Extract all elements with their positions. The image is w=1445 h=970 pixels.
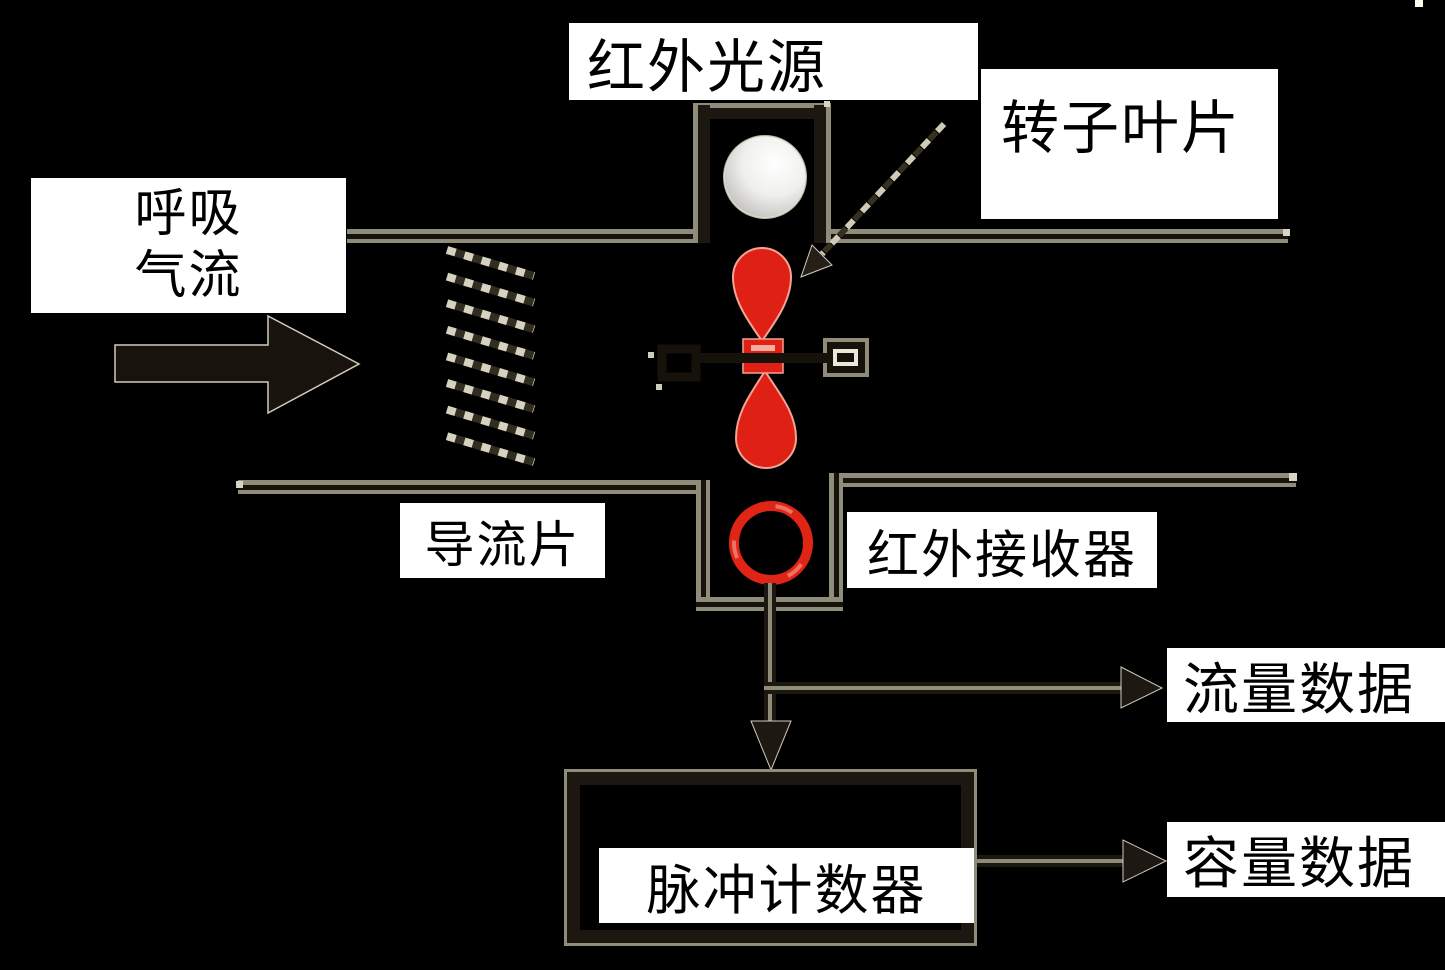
volume-data-arrow bbox=[1122, 839, 1168, 883]
rotor-blade-text: 转子叶片 bbox=[1001, 96, 1242, 161]
dashed-pointer-arrow bbox=[800, 121, 947, 278]
signal-line-volume bbox=[975, 855, 1125, 867]
upper-duct-wall-left bbox=[347, 229, 709, 243]
label-guide-vane: 导流片 bbox=[400, 503, 605, 578]
label-volume-data: 容量数据 bbox=[1167, 822, 1445, 897]
label-ir-receiver: 红外接收器 bbox=[847, 512, 1157, 588]
label-infrared-source: 红外光源 bbox=[569, 23, 978, 100]
pulse-counter-box-border: 脉冲计数器 bbox=[567, 772, 974, 943]
rotor-axle-mount-left bbox=[657, 344, 701, 382]
upper-duct-wall-right bbox=[815, 229, 1290, 243]
down-signal-arrow bbox=[750, 720, 792, 772]
infrared-source-sphere bbox=[723, 135, 807, 219]
ir-receiver-text: 红外接收器 bbox=[866, 527, 1137, 585]
label-flow-data: 流量数据 bbox=[1167, 648, 1445, 722]
airflow-arrow bbox=[114, 314, 361, 415]
label-pulse-counter: 脉冲计数器 bbox=[599, 848, 974, 923]
pulse-counter-box: 脉冲计数器 bbox=[564, 769, 977, 946]
flow-data-arrow bbox=[1120, 666, 1164, 709]
guide-vane-text: 导流片 bbox=[424, 516, 581, 573]
rotor-axle-mount-right bbox=[823, 338, 869, 377]
signal-line-flow bbox=[764, 682, 1122, 694]
signal-line-vertical bbox=[764, 583, 776, 723]
rotor-blades bbox=[694, 247, 828, 469]
flow-straightener-vanes bbox=[447, 250, 534, 462]
infrared-receiver-ring bbox=[729, 501, 813, 585]
infrared-source-text: 红外光源 bbox=[587, 34, 828, 100]
white-speck bbox=[1415, 0, 1423, 7]
label-rotor-blade: 转子叶片 bbox=[981, 69, 1278, 219]
label-breath-flow: 呼吸 气流 bbox=[31, 178, 346, 313]
volume-data-text: 容量数据 bbox=[1183, 834, 1415, 896]
light-source-housing bbox=[693, 101, 831, 243]
lower-duct-wall-right bbox=[829, 473, 1297, 487]
breath-flow-line2: 气流 bbox=[134, 247, 243, 305]
breath-flow-line1: 呼吸 bbox=[134, 185, 243, 243]
flow-data-text: 流量数据 bbox=[1183, 659, 1415, 722]
pulse-counter-text: 脉冲计数器 bbox=[646, 861, 927, 921]
lower-duct-wall-left bbox=[236, 480, 710, 494]
